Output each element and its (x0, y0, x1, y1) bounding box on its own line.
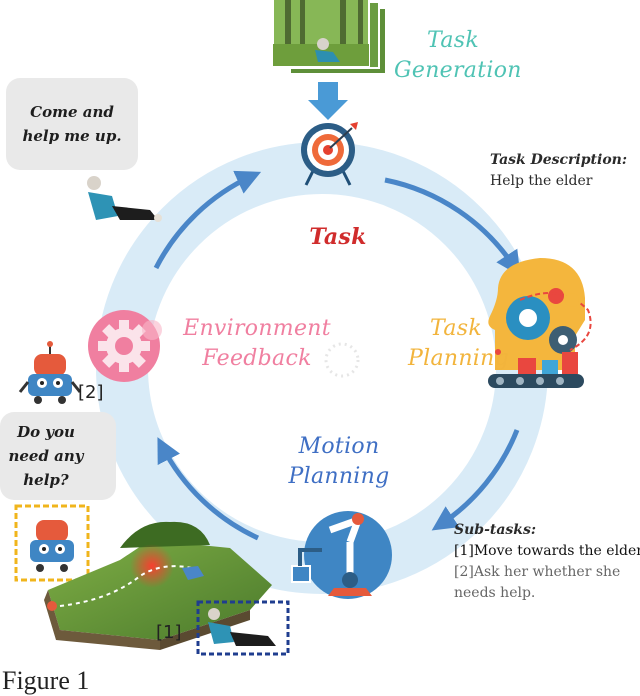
label-task-generation: Task Generation (394, 26, 522, 86)
elder-figure-bottom (208, 608, 276, 646)
elder-speech-bubble: Come and help me up. (6, 78, 138, 170)
label-task-generation-line2: Generation (394, 58, 522, 83)
robot-arm-icon (291, 511, 392, 599)
generation-arrow (308, 82, 348, 120)
arrow-feedback-to-task (153, 170, 262, 270)
target-icon (301, 122, 358, 186)
figure-caption: Figure 1 (2, 666, 90, 695)
arrow-motion-to-feedback (157, 437, 260, 541)
arrow-task-to-planning (384, 177, 521, 277)
subtask-item-2: [2]Ask her whether she (454, 564, 621, 580)
label-environment-feedback: Environment Feedback (178, 314, 336, 374)
robot-step-marker: [2] (78, 382, 104, 403)
gear-icon (88, 310, 162, 382)
robot-speech-bubble: Do you need any help? (0, 412, 116, 500)
label-task-planning: Task Planning (408, 314, 509, 374)
task-planning-icon (488, 258, 592, 388)
subtask-heading: Sub-tasks: (454, 522, 537, 538)
label-motion-planning-line1: Motion (298, 434, 380, 459)
elder-highlight-frame (196, 600, 290, 656)
task-description-text: Help the elder (490, 173, 593, 189)
robot-speech-line2: need any (8, 447, 84, 465)
elder-speech-line1: Come and (30, 103, 114, 121)
label-motion-planning: Motion Planning (286, 432, 392, 492)
robot-speech-line1: Do you (17, 423, 75, 441)
task-description: Task Description: Help the elder (490, 150, 627, 192)
subtask-item-3: needs help. (454, 585, 536, 601)
arrow-planning-to-motion (431, 429, 520, 531)
elder-speech-line2: help me up. (22, 127, 122, 145)
robot-highlight-frame (14, 504, 90, 582)
label-environment-feedback-line1: Environment (183, 316, 331, 341)
field-step-marker: [1] (156, 622, 182, 643)
task-scene-photos (272, 0, 387, 75)
elder-figure-top (87, 176, 162, 222)
task-description-heading: Task Description: (490, 152, 628, 168)
robot-speech-line3: help? (23, 471, 69, 489)
label-environment-feedback-line2: Feedback (202, 346, 312, 371)
center-ornament (324, 342, 360, 378)
label-task: Task (309, 224, 367, 250)
subtask-item-1: [1]Move towards the elder (454, 543, 640, 559)
robot-figure-small (30, 520, 74, 572)
label-task-planning-line2: Planning (408, 346, 509, 371)
label-motion-planning-line2: Planning (288, 464, 390, 489)
label-task-generation-line1: Task (427, 28, 479, 53)
robot-figure (18, 341, 82, 404)
label-task-planning-line1: Task (430, 316, 482, 341)
subtask-list: Sub-tasks: [1]Move towards the elder [2]… (454, 520, 640, 604)
